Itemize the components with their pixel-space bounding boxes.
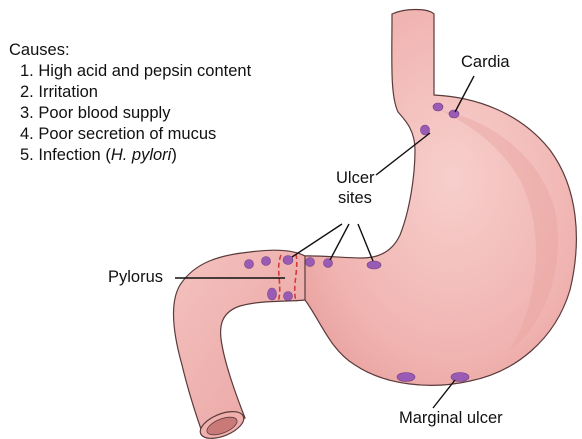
ulcer-spot (284, 292, 293, 301)
ulcer-spot (268, 288, 277, 300)
ulcer-spot (397, 373, 415, 382)
causes-heading: Causes: (9, 40, 251, 61)
cardia-label: Cardia (461, 52, 510, 72)
cause-number: 5. (20, 146, 34, 164)
cause-text: High acid and pepsin content (38, 62, 251, 80)
cause-number: 1. (20, 62, 34, 80)
cause-item: 1. High acid and pepsin content (20, 61, 251, 82)
cause-text-italic: H. pylori (111, 146, 172, 164)
cause-item: 5. Infection (H. pylori) (20, 145, 251, 166)
cause-number: 4. (20, 125, 34, 143)
cause-text: Poor secretion of mucus (38, 125, 216, 143)
ulcer-sites-label-line2: sites (338, 188, 372, 208)
cause-number: 2. (20, 83, 34, 101)
cause-item: 3. Poor blood supply (20, 103, 251, 124)
causes-list: Causes: 1. High acid and pepsin content … (10, 40, 251, 166)
ulcer-spot (433, 103, 443, 111)
cause-item: 4. Poor secretion of mucus (20, 124, 251, 145)
cause-text: Infection ( (38, 146, 110, 164)
ulcer-spot (324, 259, 333, 268)
cause-number: 3. (20, 104, 34, 122)
ulcer-spot (449, 110, 459, 118)
ulcer-spot (367, 261, 381, 269)
ulcer-sites-label-line1: Ulcer (336, 168, 375, 188)
ulcer-spot (451, 373, 469, 382)
ulcer-leader-line-lesser (358, 224, 373, 261)
ulcer-spot (306, 258, 315, 267)
cause-text: Irritation (38, 83, 98, 101)
marginal-ulcer-label: Marginal ulcer (399, 408, 503, 428)
cause-text: Poor blood supply (38, 104, 170, 122)
ulcer-spot (283, 256, 293, 265)
cause-item: 2. Irritation (20, 82, 251, 103)
pylorus-label: Pylorus (108, 267, 163, 287)
cause-text-tail: ) (171, 146, 177, 164)
ulcer-spot (245, 260, 254, 269)
ulcer-spot (421, 125, 430, 135)
ulcer-spot (262, 257, 271, 266)
